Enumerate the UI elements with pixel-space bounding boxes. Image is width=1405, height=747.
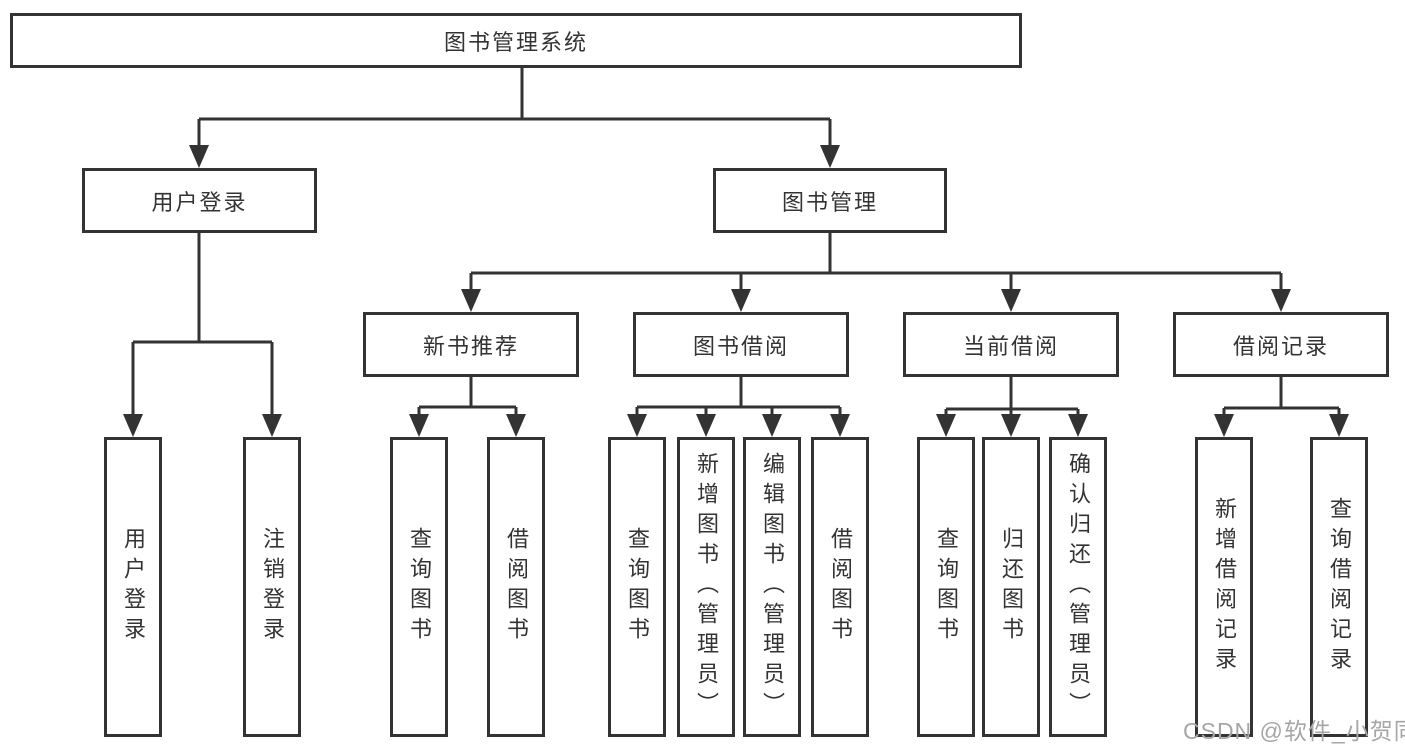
arrowhead-icons (123, 145, 1349, 437)
csdn-watermark: CSDN @软件_小贺同学 (1183, 718, 1405, 744)
node-book-borrowing: 图书借阅 (633, 312, 849, 377)
leaf-borrow-borrow-books: 借阅图书 (811, 437, 869, 737)
leaf-logout: 注销登录 (243, 437, 301, 737)
leaf-borrow-query-books: 查询图书 (608, 437, 666, 737)
leaf-borrow-add-books-admin: 新增图书（管理员） (677, 437, 735, 737)
leaf-records-add-record: 新增借阅记录 (1195, 437, 1253, 737)
leaf-current-confirm-return-admin: 确认归还（管理员） (1049, 437, 1107, 737)
node-user-login: 用户登录 (82, 168, 317, 233)
leaf-current-query-books: 查询图书 (917, 437, 975, 737)
node-new-book-recommend: 新书推荐 (363, 312, 579, 377)
leaf-recommend-borrow-books: 借阅图书 (487, 437, 545, 737)
node-borrowing-records: 借阅记录 (1173, 312, 1389, 377)
connector-lines (131, 67, 1341, 418)
leaf-current-return-books: 归还图书 (982, 437, 1040, 737)
leaf-user-login: 用户登录 (104, 437, 162, 737)
node-book-management: 图书管理 (713, 168, 947, 233)
leaf-records-query-record: 查询借阅记录 (1310, 437, 1368, 737)
node-current-borrowing: 当前借阅 (903, 312, 1119, 377)
leaf-recommend-query-books: 查询图书 (390, 437, 448, 737)
leaf-borrow-edit-books-admin: 编辑图书（管理员） (743, 437, 801, 737)
node-system-root: 图书管理系统 (10, 13, 1022, 68)
